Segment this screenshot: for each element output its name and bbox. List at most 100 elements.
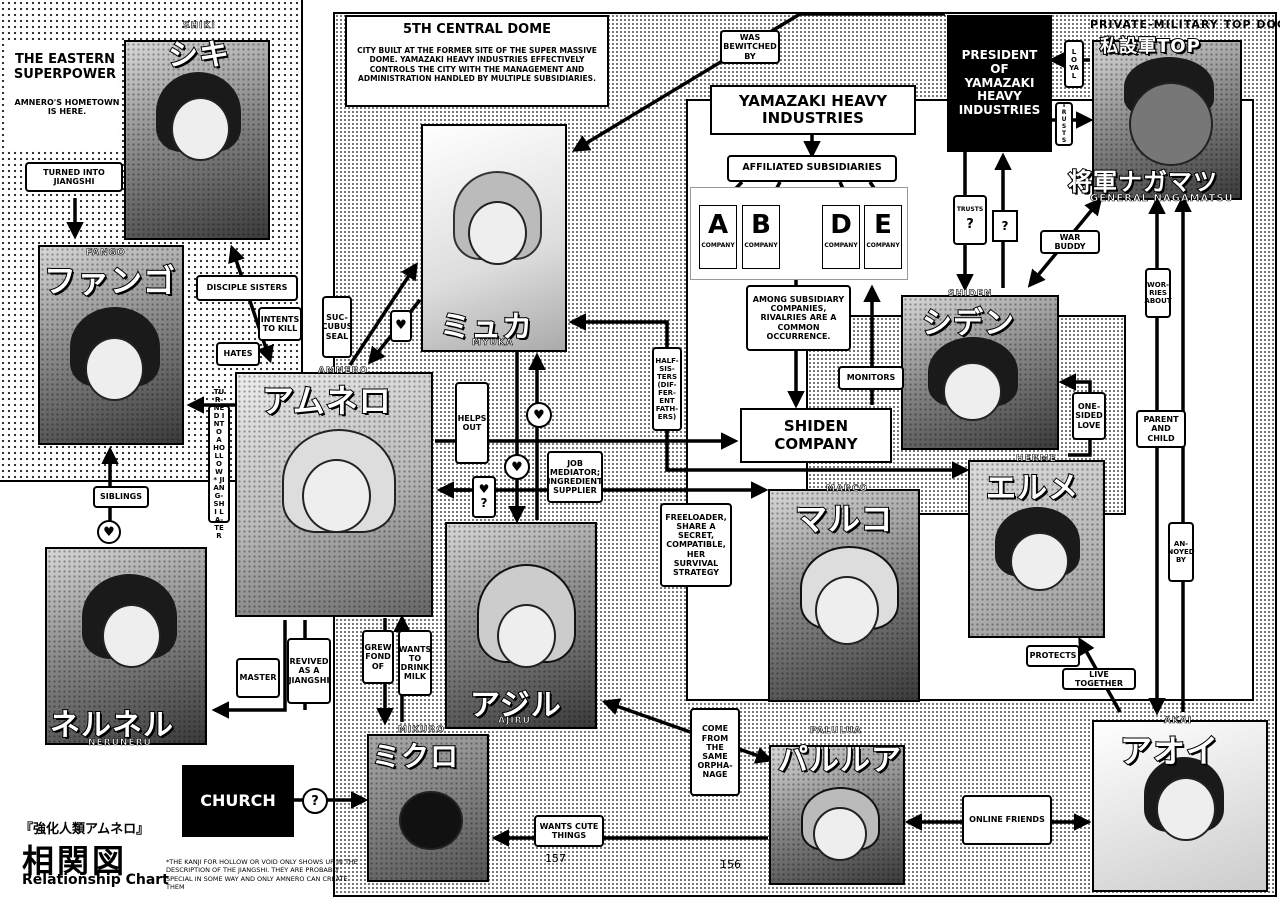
- label-annoyed: AN-NOYED BY: [1167, 522, 1195, 582]
- dome-title: 5TH CENTRAL DOME: [402, 22, 552, 37]
- amnero-romaji: AMNERO: [318, 366, 369, 377]
- heart-question: ♥ ?: [472, 476, 496, 518]
- chart-title-kanji: 相関図: [22, 842, 128, 880]
- company-d: D COMPANY: [822, 205, 860, 269]
- portrait-neruneru: [45, 547, 207, 745]
- label-wants-cute: WANTS CUTE THINGS: [534, 815, 604, 847]
- nagamatsu-top-jp: 私設軍TOP: [1099, 35, 1201, 58]
- label-orphanage: COME FROM THE SAME ORPHA-NAGE: [690, 708, 740, 796]
- company-e-letter: E: [874, 210, 892, 240]
- company-a-letter: A: [707, 210, 729, 240]
- portrait-herme: [968, 460, 1105, 638]
- label-grew-fond: GREW FOND OF: [362, 630, 394, 684]
- portrait-mikuro: [367, 734, 489, 882]
- marco-romaji: MARCO: [826, 484, 869, 495]
- portrait-shiden: [901, 295, 1059, 450]
- neruneru-romaji: NERUNERU: [88, 738, 152, 749]
- label-master: MASTER: [236, 658, 280, 698]
- label-wants-milk: WANTS TO DRINK MILK: [398, 630, 432, 696]
- portrait-marco: [768, 489, 920, 702]
- portrait-myuka: [421, 124, 567, 352]
- heart-question-q: ?: [480, 496, 488, 510]
- ajiru-name: アジル: [469, 687, 562, 724]
- arrow-bewitched: [572, 12, 945, 152]
- label-intents-kill: INTENTS TO KILL: [258, 307, 302, 341]
- company-b: B COMPANY: [742, 205, 780, 269]
- q-president: ?: [992, 210, 1018, 242]
- company-a-word: COMPANY: [701, 242, 735, 249]
- yamazaki-title: YAMAZAKI HEAVY INDUSTRIES: [710, 85, 916, 135]
- president-box: PRESIDENT OF YAMAZAKI HEAVY INDUSTRIES: [947, 15, 1052, 152]
- company-d-letter: D: [830, 210, 852, 240]
- portrait-nagamatsu: [1092, 40, 1242, 200]
- label-worries: WOR-RIES ABOUT: [1144, 268, 1172, 318]
- company-e: E COMPANY: [864, 205, 902, 269]
- portrait-akai: [1092, 720, 1268, 892]
- company-d-word: COMPANY: [824, 242, 858, 249]
- shiki-name: シキ: [167, 37, 230, 74]
- company-e-word: COMPANY: [866, 242, 900, 249]
- portrait-fango: [38, 245, 184, 445]
- arrow-amnero-myuka: [348, 262, 418, 366]
- label-turned-hollow: TUR-NED INTO A HOLLOW * JIANG-SHI LA-TER: [208, 388, 230, 540]
- eastern-superpower-title: THE EASTERN SUPERPOWER: [13, 51, 117, 82]
- company-b-letter: B: [751, 210, 771, 240]
- arrow-master: [211, 620, 287, 719]
- fango-romaji: FANGO: [86, 248, 126, 259]
- herme-name: エルメ: [985, 470, 1079, 507]
- portrait-amnero: [235, 372, 433, 617]
- page-number-left: 157: [545, 852, 566, 865]
- label-trusts: TRUSTS ?: [953, 195, 987, 245]
- affiliated-subsidiaries: AFFILIATED SUBSIDIARIES: [727, 155, 897, 182]
- chart-title-english: Relationship Chart: [22, 872, 169, 888]
- label-trusts-text: TRUSTS: [956, 206, 984, 214]
- label-hates: HATES: [216, 342, 260, 366]
- nagamatsu-romaji: GENERAL NAGAMATSU: [1090, 193, 1234, 205]
- shiki-romaji: SHIKI: [183, 21, 216, 32]
- church-box: CHURCH: [182, 765, 294, 837]
- mikuro-name: ミクロ: [371, 739, 460, 774]
- portrait-ajiru: [445, 522, 597, 729]
- label-monitors: MONITORS: [838, 366, 904, 390]
- mikuro-romaji: MIKURO: [398, 725, 446, 736]
- portrait-palulua: [769, 745, 905, 885]
- heart-succubus: ♥: [390, 310, 412, 342]
- company-a: A COMPANY: [699, 205, 737, 269]
- dome-desc: CITY BUILT AT THE FORMER SITE OF THE SUP…: [357, 45, 597, 84]
- label-one-sided: ONE-SIDED LOVE: [1072, 392, 1106, 440]
- palulua-name: パルルア: [777, 742, 902, 779]
- arrow-orphanage: [601, 698, 774, 764]
- label-succubus-seal: SUC-CUBUS SEAL: [322, 296, 352, 358]
- label-parent-child: PARENT AND CHILD: [1136, 410, 1186, 448]
- marco-name: マルコ: [794, 499, 894, 539]
- shiden-name: シデン: [921, 305, 1015, 342]
- label-trusts-q: ?: [966, 216, 974, 232]
- page-number-right: 156: [720, 858, 741, 871]
- company-b-word: COMPANY: [744, 242, 778, 249]
- palulua-romaji: PALULUA: [810, 726, 862, 737]
- nagamatsu-name: 将軍ナガマツ: [1067, 167, 1218, 197]
- fango-name: ファンゴ: [43, 261, 177, 301]
- neruneru-name: ネルネル: [49, 707, 174, 744]
- shiden-romaji: SHIDEN: [948, 289, 993, 300]
- amnero-name: アムネロ: [261, 381, 392, 421]
- label-protects: PROTECTS: [1026, 645, 1080, 667]
- label-helps-out: HELPS OUT: [455, 382, 489, 464]
- q-church: ?: [302, 788, 328, 814]
- label-was-bewitched: WAS BEWITCHED BY: [720, 30, 780, 64]
- eastern-region-white: [8, 40, 118, 150]
- dome-info-box: 5TH CENTRAL DOME CITY BUILT AT THE FORME…: [345, 15, 609, 107]
- label-turned-jiangshi: TURNED INTO JIANGSHI: [25, 162, 123, 192]
- heart-ajiru-myuka: ♥: [526, 402, 552, 428]
- label-half-sisters: HALF-SIS-TERS (DIF-FER-ENT FATH-ERS): [652, 347, 682, 431]
- heart-question-heart: ♥: [478, 482, 490, 497]
- heart-myuka-ajiru: ♥: [504, 454, 530, 480]
- label-revived: REVIVED AS A JIANGSHI: [287, 638, 331, 704]
- myuka-name: ミュカ: [439, 309, 533, 346]
- akai-romaji: AKAI: [1164, 716, 1193, 727]
- akai-name: アオイ: [1119, 731, 1220, 771]
- nagamatsu-top-en: PRIVATE-MILITARY TOP DOG: [1090, 18, 1280, 31]
- rivalries-note: AMONG SUBSIDIARY COMPANIES, RIVALRIES AR…: [746, 285, 851, 351]
- label-war-buddy: WAR BUDDY: [1040, 230, 1100, 254]
- ajiru-romaji: AJIRU: [498, 716, 531, 727]
